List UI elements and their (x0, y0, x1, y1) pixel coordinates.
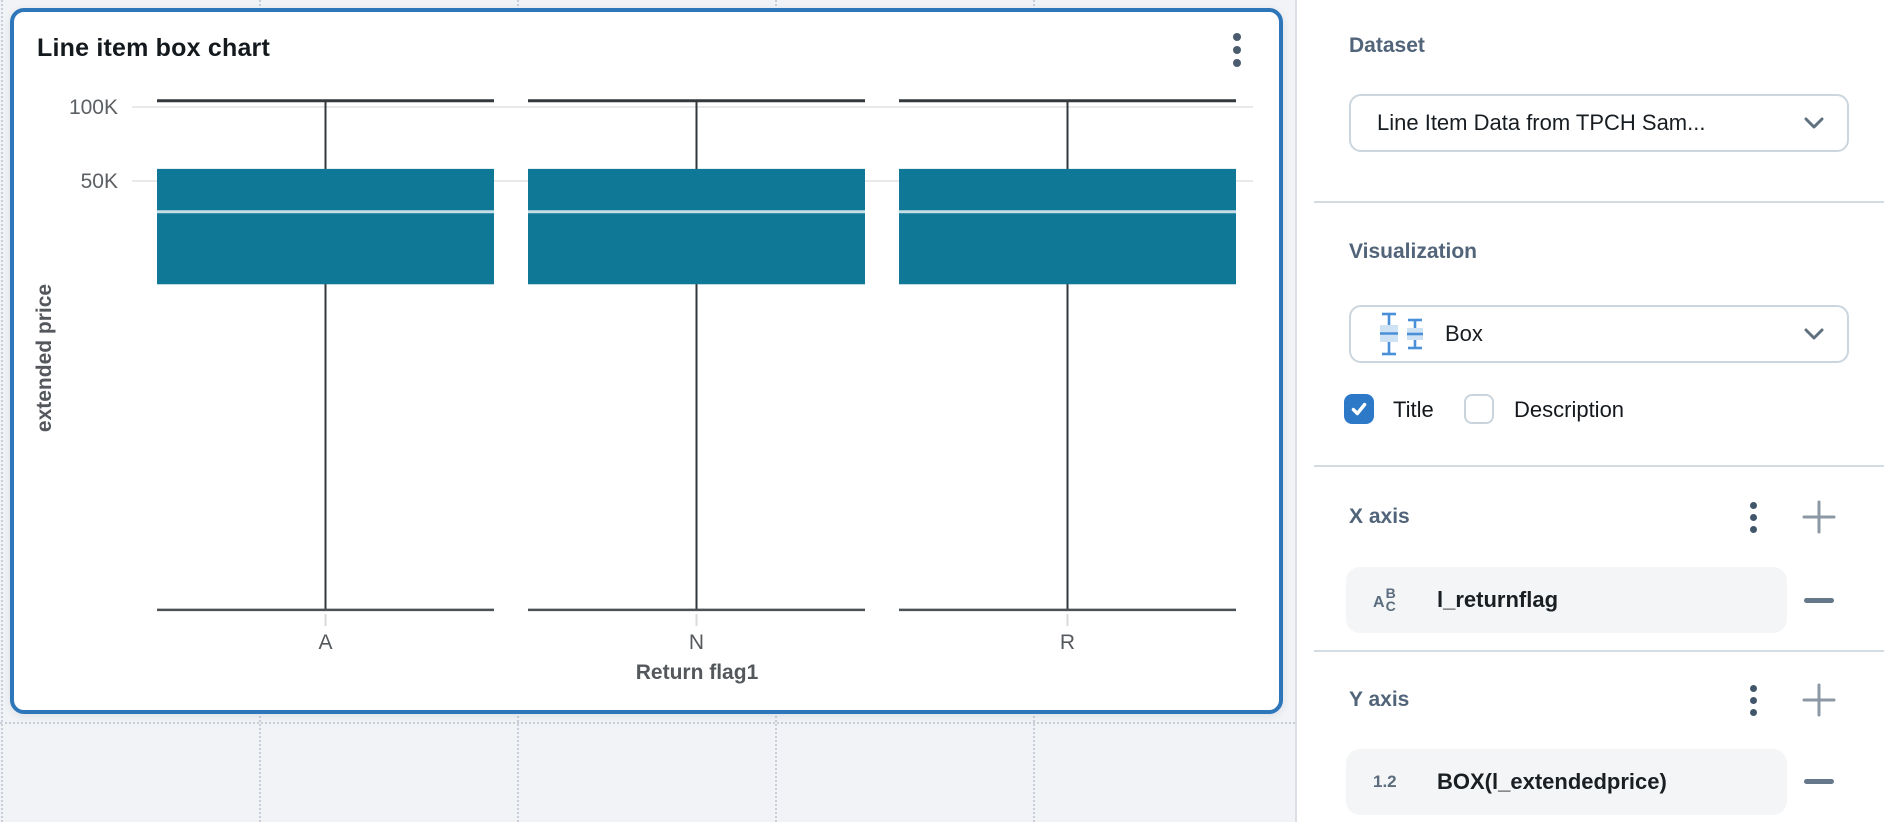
y-tick-label: 100K (69, 96, 118, 119)
y-axis-title: extended price (33, 284, 56, 432)
x-axis-add-plus-icon[interactable] (1801, 499, 1837, 535)
x-tick-label: N (689, 631, 704, 654)
y-axis-remove-minus-icon[interactable] (1804, 779, 1834, 784)
y-axis-menu-kebab-icon[interactable] (1738, 678, 1768, 722)
box-A[interactable] (157, 168, 494, 285)
y-axis-field-pill[interactable]: 1.2 BOX(l_extendedprice) (1346, 749, 1787, 815)
dataset-select[interactable]: Line Item Data from TPCH Sam... (1349, 94, 1849, 152)
chart-title: Line item box chart (37, 34, 271, 62)
dataset-selected-value: Line Item Data from TPCH Sam... (1377, 110, 1706, 135)
section-divider (1314, 465, 1884, 467)
chevron-down-icon (1804, 117, 1824, 129)
x-tick-label: R (1060, 631, 1075, 654)
canvas-grid-line (1, 0, 3, 822)
box-R[interactable] (899, 168, 1236, 285)
visualization-section-label: Visualization (1349, 240, 1477, 263)
x-tick-label: A (318, 631, 332, 654)
x-axis-title: Return flag1 (636, 661, 759, 684)
x-axis-remove-minus-icon[interactable] (1804, 598, 1834, 603)
check-icon (1351, 402, 1367, 416)
chart-card[interactable]: Line item box chart 100K 50K A N R Return fla… (10, 8, 1283, 714)
settings-panel: Dataset Line Item Data from TPCH Sam... … (1295, 0, 1894, 822)
description-checkbox-label: Description (1514, 397, 1625, 422)
canvas-grid-line (0, 722, 1295, 724)
visualization-select[interactable]: Box (1349, 305, 1849, 363)
y-axis-add-plus-icon[interactable] (1801, 682, 1837, 718)
chart-menu-kebab-icon[interactable] (1219, 26, 1255, 74)
section-divider (1314, 201, 1884, 203)
title-checkbox-label: Title (1393, 397, 1434, 422)
y-axis-section-label: Y axis (1349, 688, 1410, 711)
description-checkbox[interactable] (1464, 394, 1494, 424)
title-checkbox[interactable] (1344, 394, 1374, 424)
x-axis-field-name: l_returnflag (1437, 587, 1559, 612)
section-divider (1314, 650, 1884, 652)
x-axis-menu-kebab-icon[interactable] (1738, 495, 1768, 539)
box-plot-icon (1380, 312, 1423, 356)
box-plot-chart[interactable]: 100K 50K A N R Return flag1 extended price (10, 8, 1283, 714)
y-axis-field-name: BOX(l_extendedprice) (1437, 769, 1667, 794)
text-type-icon: A B C (1373, 585, 1396, 614)
x-axis-section-label: X axis (1349, 505, 1410, 528)
number-type-icon: 1.2 (1373, 772, 1397, 791)
y-tick-label: 50K (81, 170, 118, 193)
x-axis-field-pill[interactable]: A B C l_returnflag (1346, 567, 1787, 633)
chevron-down-icon (1804, 328, 1824, 340)
visualization-selected-value: Box (1445, 321, 1483, 346)
box-N[interactable] (528, 168, 865, 285)
dataset-section-label: Dataset (1349, 34, 1425, 57)
